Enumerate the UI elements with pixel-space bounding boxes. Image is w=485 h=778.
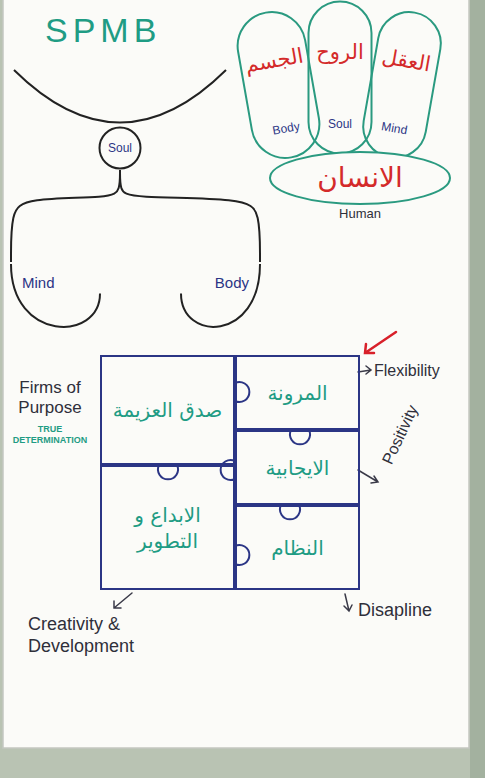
red-pointer-arrow bbox=[365, 332, 396, 353]
node-label: Body bbox=[215, 274, 249, 292]
piece-label: النظام bbox=[271, 535, 324, 561]
puzzle-knob bbox=[158, 465, 178, 479]
paper-sheet bbox=[3, 0, 469, 748]
leader-arrow bbox=[358, 470, 378, 483]
puzzle-piece: النظام bbox=[235, 505, 360, 590]
english-word: Human bbox=[339, 206, 381, 222]
petal-shape-line bbox=[358, 7, 446, 163]
puzzle-knob bbox=[235, 382, 249, 402]
piece-label: الايجابية bbox=[266, 455, 330, 481]
mind-cup-line bbox=[11, 264, 100, 327]
puzzle-knob bbox=[290, 430, 310, 444]
puzzle-piece: الايجابية bbox=[235, 430, 360, 505]
puzzle-piece-line bbox=[236, 506, 359, 589]
top-cup-line bbox=[14, 70, 226, 123]
puzzle-piece-line bbox=[236, 356, 359, 429]
human-oval: الانسانHuman bbox=[268, 150, 452, 224]
label-holder: Creativity & Development bbox=[28, 614, 178, 657]
soul-circle-line bbox=[100, 128, 141, 169]
puzzle-piece: صدق العزيمة bbox=[100, 355, 235, 465]
puzzle-knob bbox=[280, 505, 300, 519]
annotation: TRUE DETERMINATION bbox=[4, 424, 96, 446]
arabic-word: العقل bbox=[380, 44, 433, 77]
connector-line bbox=[120, 170, 260, 262]
body-cup: Body bbox=[178, 262, 263, 332]
puzzle-piece: المرونة bbox=[235, 355, 360, 430]
puzzle-piece-line bbox=[236, 431, 359, 504]
mind-cup: Mind bbox=[8, 262, 103, 332]
node-label: Soul bbox=[108, 141, 132, 155]
body-cup-line bbox=[181, 264, 260, 327]
piece-label: الابداع و التطوير bbox=[108, 502, 227, 554]
annotation: Creativity & Development bbox=[28, 614, 178, 657]
puzzle-piece-outline bbox=[100, 465, 235, 590]
connector-line bbox=[11, 170, 120, 262]
arabic-word: الروح bbox=[316, 40, 364, 65]
mind-cup-outline bbox=[8, 262, 103, 332]
annotation: Flexibility bbox=[374, 361, 440, 380]
leader-arrow bbox=[114, 593, 132, 608]
arabic-word: الجسم bbox=[243, 43, 305, 78]
english-word: Soul bbox=[328, 117, 352, 131]
label-holder: Firms of Purpose bbox=[4, 378, 96, 419]
petal-shape-line bbox=[232, 7, 324, 164]
arabic-word: الانسان bbox=[317, 150, 403, 206]
title-holder: SPMB bbox=[45, 10, 161, 51]
piece-label: صدق العزيمة bbox=[113, 397, 223, 423]
petal-shape-line bbox=[309, 2, 372, 154]
soul-circle: Soul bbox=[98, 126, 142, 170]
puzzle-piece-line bbox=[101, 466, 234, 589]
body-cup-outline bbox=[178, 262, 263, 332]
title: SPMB bbox=[45, 10, 161, 51]
label-holder: TRUE DETERMINATION bbox=[4, 424, 96, 446]
label-holder: Disapline bbox=[358, 600, 432, 622]
label-holder: Flexibility bbox=[374, 361, 440, 380]
piece-label: المرونة bbox=[267, 380, 327, 406]
wall-edge bbox=[470, 0, 485, 778]
leader-arrow bbox=[344, 594, 352, 611]
english-word: Body bbox=[271, 119, 300, 138]
puzzle-piece-line bbox=[101, 356, 234, 464]
puzzle-knob bbox=[235, 545, 249, 565]
annotation: Firms of Purpose bbox=[4, 378, 96, 419]
puzzle-piece: الابداع و التطوير bbox=[100, 465, 235, 590]
english-word: Mind bbox=[380, 119, 408, 138]
annotation: Disapline bbox=[358, 600, 432, 622]
node-label: Mind bbox=[22, 274, 55, 292]
